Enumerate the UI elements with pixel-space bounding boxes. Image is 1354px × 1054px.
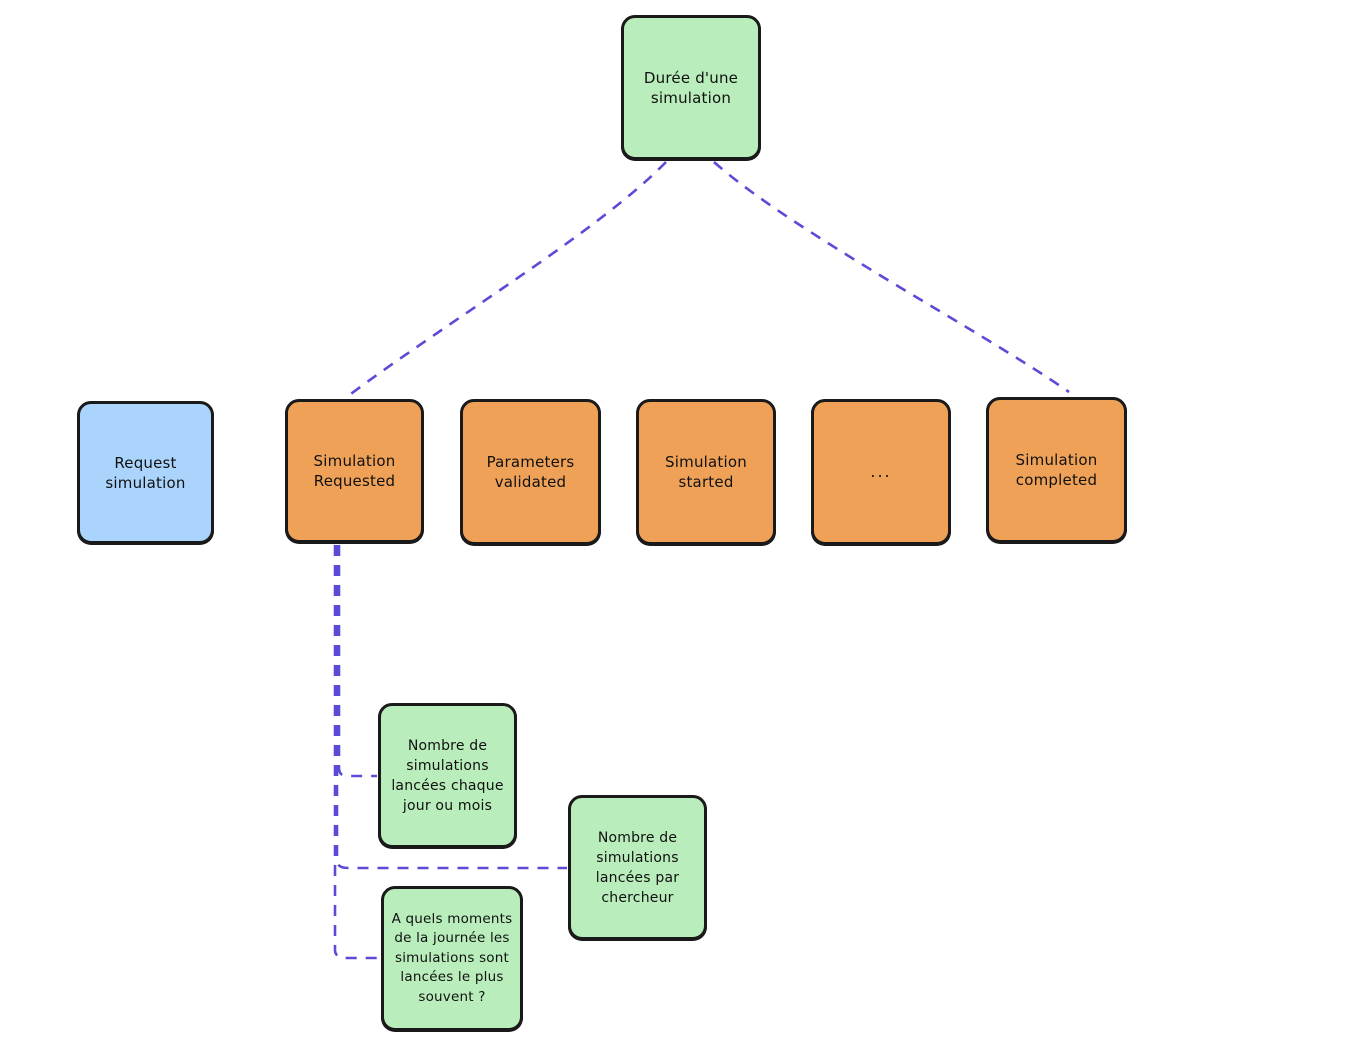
event-parameters-validated[interactable]: Parameters validated (460, 399, 601, 545)
event-simulation-requested-label: Simulation Requested (313, 452, 396, 490)
metric-nb-simulations-par-chercheur[interactable]: Nombre de simulations lancées par cherch… (568, 795, 707, 940)
metric-nb-simulations-par-jour-ou-mois[interactable]: Nombre de simulations lancées chaque jou… (378, 703, 517, 848)
event-ellipsis-label: ... (870, 462, 892, 481)
edge-simulation-requested-to-moments-journee (333, 545, 380, 960)
edge-duree-simulation-to-simulation-requested (347, 161, 667, 398)
question-moments-de-la-journee[interactable]: A quels moments de la journée les simula… (381, 886, 523, 1031)
event-ellipsis[interactable]: ... (811, 399, 951, 545)
metric-nb-simulations-par-jour-ou-mois-label: Nombre de simulations lancées chaque jou… (391, 737, 504, 814)
metric-duree-simulation[interactable]: Durée d'une simulation (621, 15, 761, 160)
edge-simulation-requested-to-nb-par-jour-ou-mois (337, 545, 377, 778)
metric-nb-simulations-par-chercheur-label: Nombre de simulations lancées par cherch… (595, 829, 680, 906)
event-simulation-started[interactable]: Simulation started (636, 399, 776, 545)
command-request-simulation[interactable]: Request simulation (77, 401, 214, 544)
event-simulation-completed[interactable]: Simulation completed (986, 397, 1127, 543)
edge-duree-simulation-to-simulation-completed (713, 161, 1070, 394)
event-simulation-started-label: Simulation started (665, 453, 747, 491)
event-simulation-requested[interactable]: Simulation Requested (285, 399, 424, 543)
question-moments-de-la-journee-label: A quels moments de la journée les simula… (391, 910, 513, 1005)
event-simulation-completed-label: Simulation completed (1015, 451, 1098, 489)
event-parameters-validated-label: Parameters validated (486, 453, 575, 491)
command-request-simulation-label: Request simulation (105, 453, 186, 492)
metric-duree-simulation-label: Durée d'une simulation (643, 68, 739, 107)
